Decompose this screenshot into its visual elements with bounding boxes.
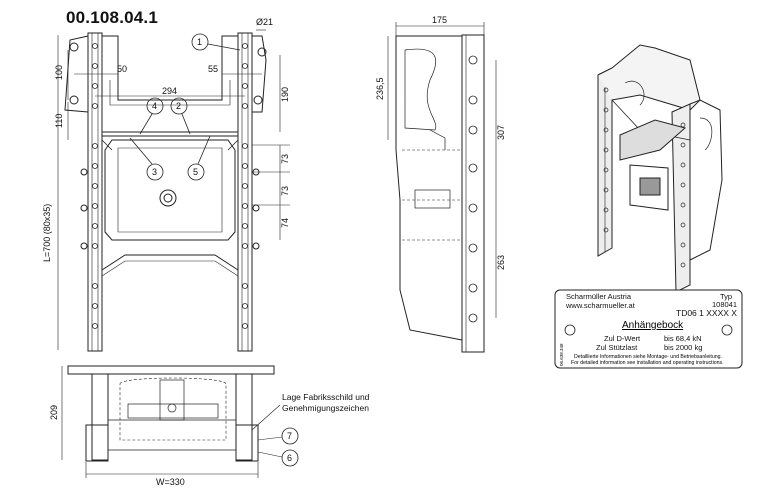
callout-1 (191, 33, 209, 51)
callout-3 (146, 163, 164, 181)
callout-label-6: 6 (287, 453, 292, 463)
callout-7 (281, 427, 299, 445)
plate-website: www.scharmueller.at (565, 301, 636, 310)
side-dimension-lines (387, 22, 497, 318)
callout-label-3: 3 (152, 167, 157, 177)
callout-label-5: 5 (193, 167, 198, 177)
callout-label-7: 7 (287, 431, 292, 441)
type-plate: Scharmüller Austria www.scharmueller.at … (554, 289, 743, 369)
callout-label-4: 4 (152, 101, 157, 111)
plate-side-code: 06.638.348 (559, 343, 564, 366)
callout-2 (170, 97, 188, 115)
plate-support-label: Zul Stützlast (596, 343, 638, 352)
plate-typ-label: Typ (720, 292, 732, 301)
isometric-view (597, 44, 723, 293)
side-view (387, 22, 497, 353)
type-plate-border (554, 289, 743, 369)
dim-73-b: 73 (280, 186, 290, 196)
dim-width: W=330 (156, 477, 185, 487)
callout-label-2: 2 (176, 101, 181, 111)
side-dimension-texts: 175 236,5 307 263 (375, 15, 506, 270)
dim-100: 100 (54, 65, 64, 80)
dim-175: 175 (432, 15, 447, 25)
front-callouts (129, 33, 241, 181)
dim-307: 307 (496, 125, 506, 140)
plate-model: TD06 1 XXXX X (676, 308, 737, 318)
plate-support-value: bis 2000 kg (664, 343, 702, 352)
callout-6 (281, 449, 299, 467)
callout-5 (187, 163, 205, 181)
callout-4 (146, 97, 164, 115)
dim-209: 209 (49, 405, 59, 420)
plate-typ-number: 108041 (712, 300, 737, 309)
dim-110: 110 (54, 114, 64, 128)
dim-55: 55 (208, 64, 218, 74)
dim-73-a: 73 (280, 154, 290, 164)
dim-length: L=700 (80x35) (42, 204, 52, 262)
front-dimension-texts: Ø21 100 110 50 55 294 190 73 73 74 L=700… (42, 17, 290, 262)
plate-location-note-1: Lage Fabriksschild und (282, 392, 370, 402)
dim-294: 294 (162, 86, 177, 96)
dim-190: 190 (280, 87, 290, 102)
plate-info-de: Detaillierte Informationen siehe Montage… (574, 354, 722, 360)
plate-d-value: bis 68,4 kN (664, 334, 702, 343)
plate-info-en: For detailed information see installatio… (571, 360, 724, 366)
front-dimension-lines (57, 29, 290, 350)
plate-d-value-label: Zul D-Wert (604, 334, 641, 343)
dim-50: 50 (117, 64, 127, 74)
dim-hole-dia: Ø21 (256, 17, 273, 27)
drawing-number: 00.108.04.1 (66, 8, 159, 27)
bottom-texts: 209 W=330 Lage Fabriksschild und Genehmi… (49, 392, 370, 487)
side-rail-holes (468, 55, 478, 323)
front-view (57, 29, 290, 352)
plate-company: Scharmüller Austria (566, 292, 632, 301)
right-rail (237, 32, 253, 352)
side-rail (461, 34, 485, 353)
iso-rail-holes (603, 87, 686, 268)
dim-263: 263 (496, 255, 506, 270)
plate-title: Anhängebock (622, 320, 684, 331)
plate-location-note-2: Genehmigungszeichen (282, 403, 369, 413)
left-rail (87, 32, 103, 352)
plate-mount-hole-left (564, 324, 576, 336)
rail-holes (92, 43, 248, 329)
bottom-plate (67, 365, 275, 375)
plate-mount-hole-right (721, 324, 733, 336)
dim-236-5: 236,5 (375, 77, 385, 100)
dim-74: 74 (280, 218, 290, 228)
callout-label-1: 1 (197, 37, 202, 47)
bottom-view (61, 365, 299, 478)
bottom-dimension-lines (61, 366, 281, 478)
